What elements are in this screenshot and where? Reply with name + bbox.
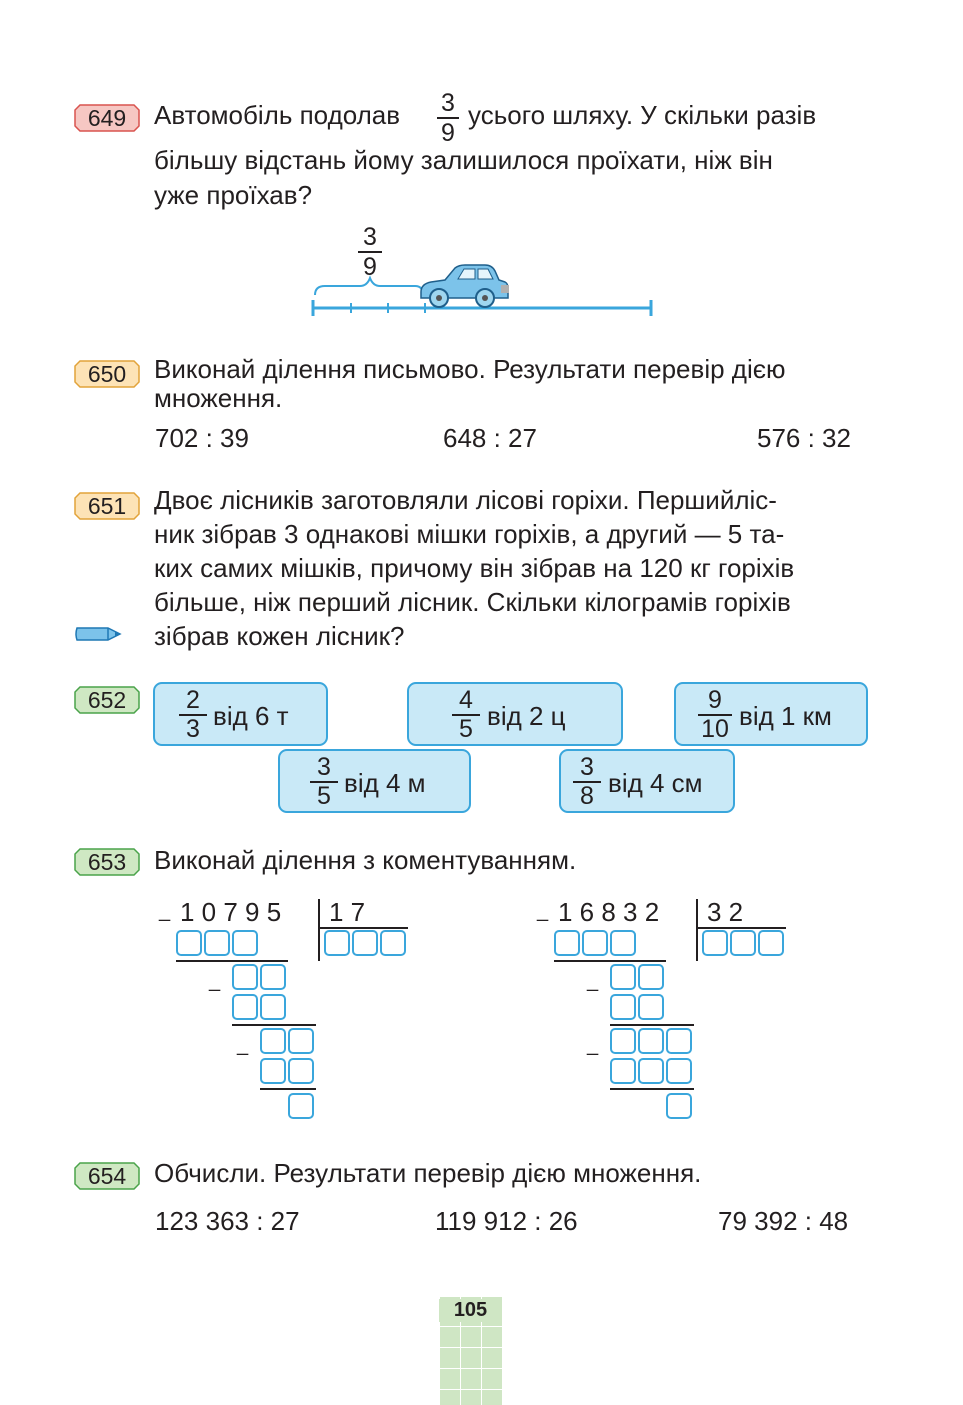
- remainder-cell[interactable]: [288, 1093, 314, 1119]
- problem-number-653: 653: [74, 848, 140, 876]
- answer-cell[interactable]: [610, 964, 636, 990]
- problem-651-line2: ник зібрав 3 однакові мішки горіхів, а д…: [154, 519, 785, 549]
- diagram-fraction: 3 9: [358, 224, 382, 280]
- quotient-cell[interactable]: [730, 930, 756, 956]
- problem-649-line3: уже проїхав?: [154, 180, 313, 210]
- problem-650-ex3: 576 : 32: [757, 423, 851, 453]
- answer-cell[interactable]: [638, 994, 664, 1020]
- problem-654-ex3: 79 392 : 48: [718, 1206, 849, 1236]
- answer-cell[interactable]: [638, 1028, 664, 1054]
- quotient-cell[interactable]: [380, 930, 406, 956]
- page-number-tab: 105: [439, 1297, 502, 1405]
- exercise-text-2: від 2 ц: [487, 701, 566, 731]
- quotient-cell[interactable]: [324, 930, 350, 956]
- answer-cell[interactable]: [666, 1028, 692, 1054]
- problem-649-line1b: усього шляху. У скільки разів: [468, 100, 817, 130]
- dividend-2: 1 6 8 3 2: [558, 897, 660, 927]
- problem-654-ex1: 123 363 : 27: [155, 1206, 300, 1236]
- problem-650-line1: Виконай ділення письмово. Результати пер…: [154, 354, 786, 384]
- answer-cell[interactable]: [176, 930, 202, 956]
- answer-cell[interactable]: [666, 1058, 692, 1084]
- answer-cell[interactable]: [288, 1058, 314, 1084]
- answer-cell[interactable]: [204, 930, 230, 956]
- answer-cell[interactable]: [232, 930, 258, 956]
- exercise-text-3: від 1 км: [739, 701, 832, 731]
- problem-number-652: 652: [74, 686, 140, 714]
- answer-cell[interactable]: [260, 1058, 286, 1084]
- answer-cell[interactable]: [554, 930, 580, 956]
- dividend-1: 1 0 7 9 5: [180, 897, 282, 927]
- problem-651-line5: зібрав кожен лісник?: [154, 621, 405, 651]
- problem-651-line3: ких самих мішків, причому він зібрав на …: [154, 553, 795, 583]
- problem-649-line2: більшу відстань йому залишилося проїхати…: [154, 145, 773, 175]
- problem-651-line4: більше, ніж перший лісник. Скільки кілог…: [154, 587, 791, 617]
- divisor-1: 1 7: [329, 897, 366, 927]
- answer-cell[interactable]: [610, 930, 636, 956]
- problem-number-649: 649: [74, 104, 140, 132]
- answer-cell[interactable]: [610, 994, 636, 1020]
- problem-650-line2: множення.: [154, 383, 283, 413]
- problem-654-ex2: 119 912 : 26: [435, 1206, 578, 1236]
- problem-651-line1: Двоє лісників заготовляли лісові горіхи.…: [154, 485, 777, 515]
- answer-cell[interactable]: [638, 964, 664, 990]
- problem-653-line1: Виконай ділення з коментуванням.: [154, 845, 577, 875]
- answer-cell[interactable]: [260, 1028, 286, 1054]
- exercise-text-5: від 4 см: [608, 768, 703, 798]
- problem-654-line1: Обчисли. Результати перевір дією множенн…: [154, 1158, 702, 1188]
- problem-650-ex2: 648 : 27: [443, 423, 537, 453]
- quotient-cell[interactable]: [702, 930, 728, 956]
- answer-cell[interactable]: [610, 1058, 636, 1084]
- car-icon: [420, 264, 509, 308]
- answer-cell[interactable]: [260, 994, 286, 1020]
- problem-number-651: 651: [74, 492, 140, 520]
- problem-650-ex1: 702 : 39: [155, 423, 249, 453]
- problem-number-654: 654: [74, 1162, 140, 1190]
- exercise-text-1: від 6 т: [213, 701, 289, 731]
- answer-cell[interactable]: [582, 930, 608, 956]
- answer-cell[interactable]: [260, 964, 286, 990]
- answer-cell[interactable]: [232, 994, 258, 1020]
- answer-cell[interactable]: [288, 1028, 314, 1054]
- quotient-cell[interactable]: [758, 930, 784, 956]
- page-number: 105: [439, 1299, 502, 1322]
- problem-649-line1a: Автомобіль подолав: [154, 100, 401, 130]
- quotient-cell[interactable]: [352, 930, 378, 956]
- problem-649-fraction: 3 9: [437, 90, 459, 146]
- remainder-cell[interactable]: [666, 1093, 692, 1119]
- distance-diagram: [311, 275, 653, 316]
- answer-cell[interactable]: [638, 1058, 664, 1084]
- exercise-text-4: від 4 м: [344, 768, 426, 798]
- divisor-2: 3 2: [707, 897, 744, 927]
- pencil-icon: [75, 627, 122, 641]
- answer-cell[interactable]: [610, 1028, 636, 1054]
- answer-cell[interactable]: [232, 964, 258, 990]
- problem-number-650: 650: [74, 360, 140, 388]
